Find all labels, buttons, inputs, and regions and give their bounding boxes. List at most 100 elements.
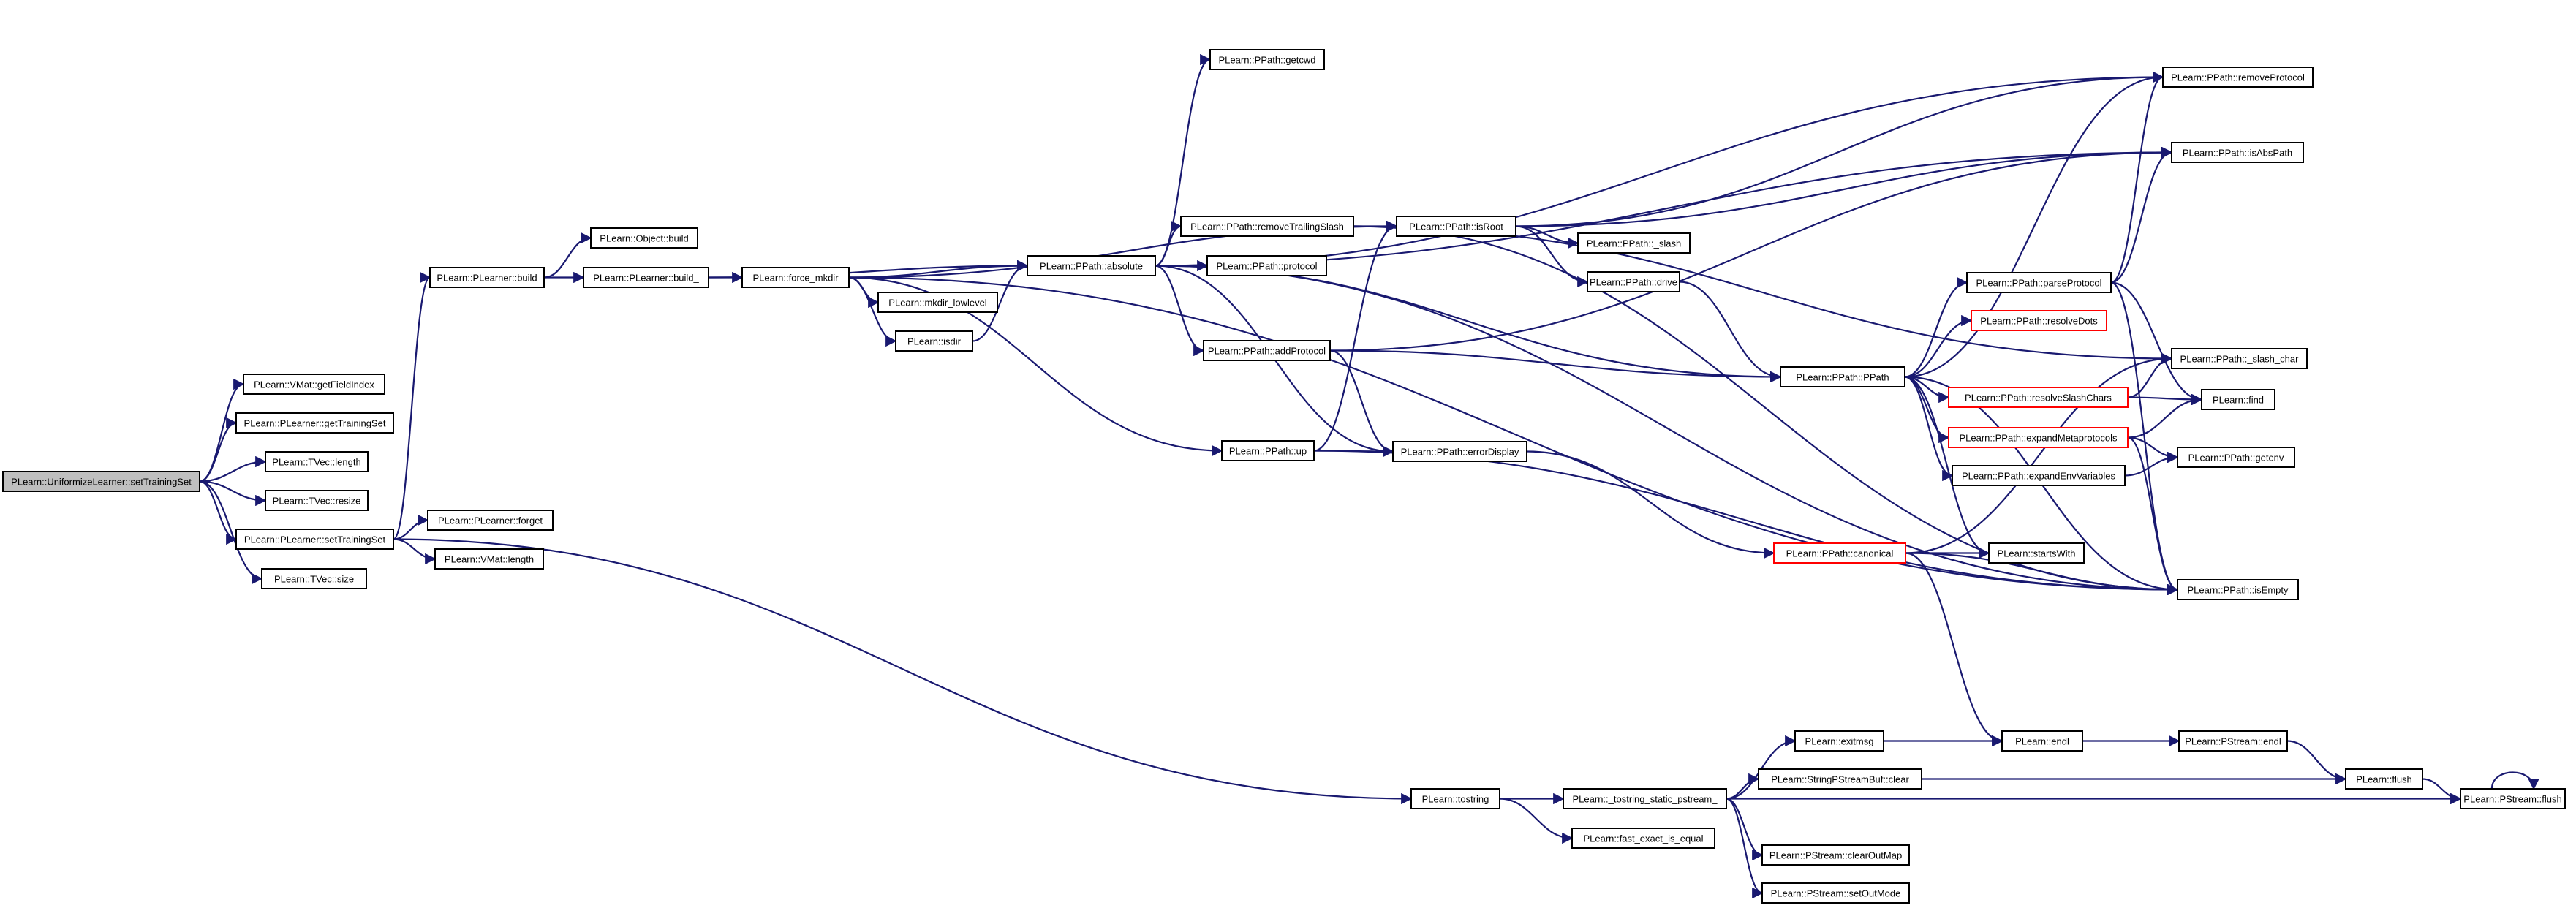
node-resolveDots[interactable]: PLearn::PPath::resolveDots: [1971, 310, 2107, 331]
node-box: [1780, 366, 1905, 387]
node-fast_exact[interactable]: PLearn::fast_exact_is_equal: [1571, 828, 1715, 849]
node-label: PLearn::tostring: [1422, 794, 1489, 805]
node-root[interactable]: PLearn::UniformizeLearner::setTrainingSe…: [2, 471, 200, 492]
node-errorDisplay[interactable]: PLearn::PPath::errorDisplay: [1392, 441, 1527, 462]
edge-root-to-resize: [199, 480, 267, 507]
node-getenv[interactable]: PLearn::PPath::getenv: [2177, 447, 2295, 468]
node-label: PLearn::UniformizeLearner::setTrainingSe…: [11, 477, 192, 488]
node-endl[interactable]: PLearn::endl: [2001, 730, 2083, 752]
node-objbuild[interactable]: PLearn::Object::build: [590, 227, 698, 249]
node-isdir[interactable]: PLearn::isdir: [895, 330, 973, 352]
node-label: PLearn::PPath::addProtocol: [1208, 346, 1326, 357]
node-drive[interactable]: PLearn::PPath::drive: [1587, 271, 1680, 292]
edge-parseProtocol-to-removeProtocol: [2110, 71, 2164, 284]
node-label: PLearn::TVec::length: [272, 457, 360, 468]
edge-addProtocol-to-errorDisplay: [1329, 349, 1394, 458]
node-box: [895, 330, 973, 352]
node-exitmsg[interactable]: PLearn::exitmsg: [1794, 730, 1884, 752]
node-absolute[interactable]: PLearn::PPath::absolute: [1027, 255, 1156, 276]
node-box: [583, 267, 709, 288]
node-forget[interactable]: PLearn::PLearner::forget: [427, 510, 554, 531]
node-resolveSlashChars[interactable]: PLearn::PPath::resolveSlashChars: [1948, 387, 2129, 408]
node-getcwd[interactable]: PLearn::PPath::getcwd: [1209, 49, 1325, 70]
edge-absolute-to-isEmpty: [1155, 265, 2179, 596]
edge-plearnerSetTS-to-tostring: [393, 538, 1413, 805]
node-plbuild[interactable]: PLearn::PLearner::build: [429, 267, 545, 288]
node-expandMetaprotocols[interactable]: PLearn::PPath::expandMetaprotocols: [1948, 427, 2129, 448]
node-box: [2162, 67, 2314, 88]
node-canonical[interactable]: PLearn::PPath::canonical: [1773, 542, 1906, 564]
node-addProtocol[interactable]: PLearn::PPath::addProtocol: [1203, 340, 1331, 361]
node-isRoot[interactable]: PLearn::PPath::isRoot: [1396, 216, 1516, 237]
node-label: PLearn::_tostring_static_pstream_: [1573, 794, 1718, 805]
node-label: PLearn::isdir: [907, 336, 962, 347]
node-isEmpty[interactable]: PLearn::PPath::isEmpty: [2177, 579, 2299, 600]
edge-PPath-to-removeProtocol: [1904, 71, 2164, 378]
node-protocol[interactable]: PLearn::PPath::protocol: [1206, 255, 1327, 276]
node-isAbsPath[interactable]: PLearn::PPath::isAbsPath: [2171, 142, 2304, 163]
edge-absolute-to-addProtocol: [1155, 265, 1205, 357]
node-getFieldIndex[interactable]: PLearn::VMat::getFieldIndex: [243, 374, 385, 395]
node-label: PLearn::PStream::setOutMode: [1771, 888, 1901, 899]
node-expandEnvVariables[interactable]: PLearn::PPath::expandEnvVariables: [1952, 465, 2126, 486]
node-setOutMode[interactable]: PLearn::PStream::setOutMode: [1761, 882, 1910, 904]
edge-absolute-to-removeTrailingSlash: [1155, 220, 1182, 267]
edge-PPath-to-startsWith: [1904, 376, 1990, 559]
node-label: PLearn::PStream::endl: [2185, 736, 2281, 747]
node-_slash[interactable]: PLearn::PPath::_slash: [1577, 232, 1691, 254]
edge-root-to-tvecsize: [199, 480, 263, 585]
node-box: [265, 490, 369, 511]
node-label: PLearn::PPath::expandEnvVariables: [1962, 471, 2116, 482]
node-box: [877, 292, 998, 313]
node-plbuild_[interactable]: PLearn::PLearner::build_: [583, 267, 709, 288]
node-clearOutMap[interactable]: PLearn::PStream::clearOutMap: [1761, 844, 1910, 866]
node-vmatlength[interactable]: PLearn::VMat::length: [434, 548, 544, 570]
node-box: [1966, 272, 2112, 293]
node-mkdir_low[interactable]: PLearn::mkdir_lowlevel: [877, 292, 998, 313]
node-label: PLearn::PPath::canonical: [1786, 548, 1894, 559]
node-removeProtocol[interactable]: PLearn::PPath::removeProtocol: [2162, 67, 2314, 88]
node-parseProtocol[interactable]: PLearn::PPath::parseProtocol: [1966, 272, 2112, 293]
node-force_mkdir[interactable]: PLearn::force_mkdir: [741, 267, 850, 288]
edge-addProtocol-to-isAbsPath: [1329, 146, 2173, 352]
node-tostring[interactable]: PLearn::tostring: [1410, 788, 1500, 809]
node-label: PLearn::exitmsg: [1805, 736, 1874, 747]
node-box: [261, 568, 367, 589]
node-tvecsize[interactable]: PLearn::TVec::size: [261, 568, 367, 589]
edge-expandMetaprotocols-to-getenv: [2127, 436, 2179, 464]
edge-plearnerSetTS-to-vmatlength: [393, 538, 437, 565]
node-_slash_char[interactable]: PLearn::PPath::_slash_char: [2171, 348, 2308, 369]
node-flush[interactable]: PLearn::flush: [2345, 768, 2423, 790]
node-box: [2171, 348, 2308, 369]
node-getTrainingSet[interactable]: PLearn::PLearner::getTrainingSet: [235, 412, 394, 434]
edge-canonical-to-isEmpty: [1905, 552, 2179, 596]
node-PPath[interactable]: PLearn::PPath::PPath: [1780, 366, 1905, 387]
node-plearnerSetTS[interactable]: PLearn::PLearner::setTrainingSet: [235, 529, 394, 550]
node-label: PLearn::PPath::resolveSlashChars: [1965, 393, 2112, 404]
node-box: [1952, 465, 2126, 486]
edges-layer: [199, 53, 2539, 899]
edge-isdir-to-absolute: [972, 260, 1029, 342]
edge-flush-to-psFlush: [2422, 778, 2462, 805]
node-tostring_static[interactable]: PLearn::_tostring_static_pstream_: [1563, 788, 1727, 809]
node-label: PLearn::PStream::flush: [2463, 794, 2561, 805]
edge-expandMetaprotocols-to-find: [2127, 393, 2203, 439]
node-box: [1563, 788, 1727, 809]
node-box: [243, 374, 385, 395]
node-up[interactable]: PLearn::PPath::up: [1221, 440, 1315, 461]
node-box: [1761, 844, 1910, 866]
node-label: PLearn::PPath::removeTrailingSlash: [1190, 222, 1344, 232]
node-find[interactable]: PLearn::find: [2201, 389, 2275, 410]
node-psFlush[interactable]: PLearn::PStream::flush: [2460, 788, 2566, 809]
node-spsbClear[interactable]: PLearn::StringPStreamBuf::clear: [1758, 768, 1922, 790]
node-box: [1209, 49, 1325, 70]
node-box: [429, 267, 545, 288]
node-psEndl[interactable]: PLearn::PStream::endl: [2178, 730, 2288, 752]
node-box: [427, 510, 554, 531]
node-resize[interactable]: PLearn::TVec::resize: [265, 490, 369, 511]
node-removeTrailingSlash[interactable]: PLearn::PPath::removeTrailingSlash: [1180, 216, 1354, 237]
edge-force_mkdir-to-isdir: [848, 276, 897, 347]
node-label: PLearn::PPath::_slash: [1587, 238, 1681, 249]
node-tveclength[interactable]: PLearn::TVec::length: [265, 451, 369, 472]
node-startsWith[interactable]: PLearn::startsWith: [1988, 542, 2085, 564]
